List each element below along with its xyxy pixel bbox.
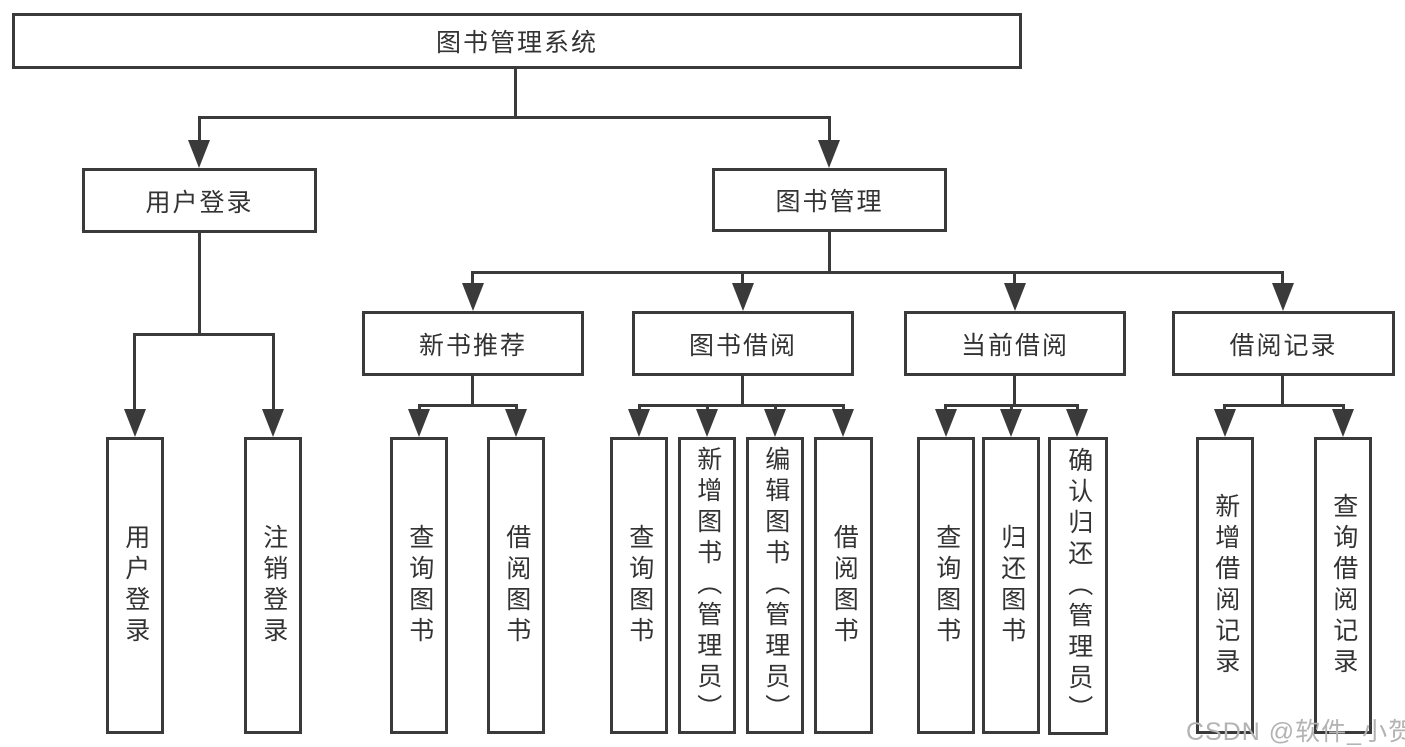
node-nb-query-books: 查询图书 bbox=[390, 437, 448, 734]
node-bb-borrow-books-label: 借阅图书 bbox=[830, 523, 859, 648]
connector-hline bbox=[418, 404, 518, 407]
node-nb-query-books-label: 查询图书 bbox=[405, 523, 434, 648]
arrow-down-icon bbox=[1004, 283, 1026, 311]
connector-vline bbox=[1223, 404, 1226, 412]
connector-hline bbox=[133, 333, 275, 336]
connector-vline bbox=[198, 116, 201, 142]
arrow-down-icon bbox=[124, 409, 146, 437]
node-cb-query-books-label: 查询图书 bbox=[932, 523, 961, 648]
arrow-down-icon bbox=[696, 409, 718, 437]
arrow-down-icon bbox=[408, 409, 430, 437]
arrow-down-icon bbox=[462, 283, 484, 311]
connector-vline bbox=[638, 404, 641, 412]
arrow-down-icon bbox=[732, 283, 754, 311]
node-bb-query-books-label: 查询图书 bbox=[625, 523, 654, 648]
node-br-add-record: 新增借阅记录 bbox=[1196, 437, 1254, 734]
node-logout-label: 注销登录 bbox=[259, 523, 288, 648]
connector-vline bbox=[828, 116, 831, 142]
arrow-down-icon bbox=[1066, 409, 1088, 437]
connector-vline bbox=[944, 404, 947, 412]
watermark-text: CSDN @软件_小贺同学 bbox=[1186, 718, 1405, 746]
node-user-login: 用户登录 bbox=[82, 168, 317, 233]
arrow-down-icon bbox=[818, 140, 840, 168]
node-login: 用户登录 bbox=[106, 437, 164, 734]
connector-vline bbox=[828, 232, 831, 274]
connector-vline bbox=[272, 333, 275, 411]
node-new-book-recommend-label: 新书推荐 bbox=[418, 331, 527, 360]
connector-vline bbox=[514, 69, 517, 119]
connector-vline bbox=[1013, 271, 1016, 285]
node-cb-return-books-label: 归还图书 bbox=[997, 523, 1026, 648]
node-br-add-record-label: 新增借阅记录 bbox=[1211, 492, 1240, 679]
node-cb-confirm-return-admin: 确认归还（管理员） bbox=[1048, 437, 1108, 735]
arrow-down-icon bbox=[935, 409, 957, 437]
connector-hline bbox=[471, 271, 1284, 274]
arrow-down-icon bbox=[1000, 409, 1022, 437]
arrow-down-icon bbox=[262, 409, 284, 437]
node-bb-add-books-admin-label: 新增图书（管理员） bbox=[693, 446, 722, 725]
connector-vline bbox=[515, 404, 518, 412]
node-bb-edit-books-admin: 编辑图书（管理员） bbox=[746, 437, 804, 734]
node-borrow-records: 借阅记录 bbox=[1172, 311, 1395, 376]
arrow-down-icon bbox=[1332, 409, 1354, 437]
node-borrow-records-label: 借阅记录 bbox=[1229, 331, 1338, 360]
arrow-down-icon bbox=[505, 409, 527, 437]
node-book-management: 图书管理 bbox=[712, 168, 947, 232]
arrow-down-icon bbox=[1272, 283, 1294, 311]
node-current-borrow-label: 当前借阅 bbox=[960, 331, 1069, 360]
node-bb-add-books-admin: 新增图书（管理员） bbox=[678, 437, 736, 734]
connector-vline bbox=[741, 376, 744, 407]
node-nb-borrow-books-label: 借阅图书 bbox=[502, 523, 531, 648]
connector-vline bbox=[1076, 404, 1079, 412]
node-cb-return-books: 归还图书 bbox=[982, 437, 1040, 734]
connector-vline bbox=[706, 404, 709, 412]
node-bb-edit-books-admin-label: 编辑图书（管理员） bbox=[761, 446, 790, 725]
connector-hline bbox=[1223, 404, 1345, 407]
node-nb-borrow-books: 借阅图书 bbox=[487, 437, 545, 734]
connector-vline bbox=[774, 404, 777, 412]
node-root: 图书管理系统 bbox=[12, 13, 1022, 69]
connector-vline bbox=[133, 333, 136, 411]
arrow-down-icon bbox=[1214, 409, 1236, 437]
node-book-management-label: 图书管理 bbox=[775, 188, 884, 216]
node-br-query-record: 查询借阅记录 bbox=[1314, 437, 1372, 734]
node-logout: 注销登录 bbox=[244, 437, 302, 734]
connector-vline bbox=[1010, 404, 1013, 412]
connector-hline bbox=[638, 404, 845, 407]
node-cb-confirm-return-admin-label: 确认归还（管理员） bbox=[1064, 446, 1093, 726]
node-bb-query-books: 查询图书 bbox=[610, 437, 668, 734]
node-root-label: 图书管理系统 bbox=[435, 29, 598, 57]
connector-vline bbox=[1342, 404, 1345, 412]
node-bb-borrow-books: 借阅图书 bbox=[814, 437, 873, 734]
connector-hline bbox=[198, 116, 831, 119]
node-cb-query-books: 查询图书 bbox=[917, 437, 975, 734]
node-br-query-record-label: 查询借阅记录 bbox=[1329, 492, 1358, 679]
connector-vline bbox=[1281, 271, 1284, 285]
arrow-down-icon bbox=[764, 409, 786, 437]
connector-vline bbox=[741, 271, 744, 285]
node-book-borrow: 图书借阅 bbox=[632, 311, 854, 376]
node-current-borrow: 当前借阅 bbox=[904, 311, 1126, 376]
node-user-login-label: 用户登录 bbox=[145, 188, 254, 217]
node-login-label: 用户登录 bbox=[121, 523, 150, 648]
connector-vline bbox=[418, 404, 421, 412]
connector-vline bbox=[471, 376, 474, 407]
connector-vline bbox=[471, 271, 474, 285]
connector-vline bbox=[1281, 375, 1284, 407]
connector-vline bbox=[198, 233, 201, 336]
connector-vline bbox=[842, 404, 845, 412]
arrow-down-icon bbox=[832, 409, 854, 437]
node-new-book-recommend: 新书推荐 bbox=[362, 311, 584, 376]
connector-vline bbox=[1013, 376, 1016, 407]
node-book-borrow-label: 图书借阅 bbox=[688, 331, 797, 360]
arrow-down-icon bbox=[628, 409, 650, 437]
arrow-down-icon bbox=[188, 140, 210, 168]
